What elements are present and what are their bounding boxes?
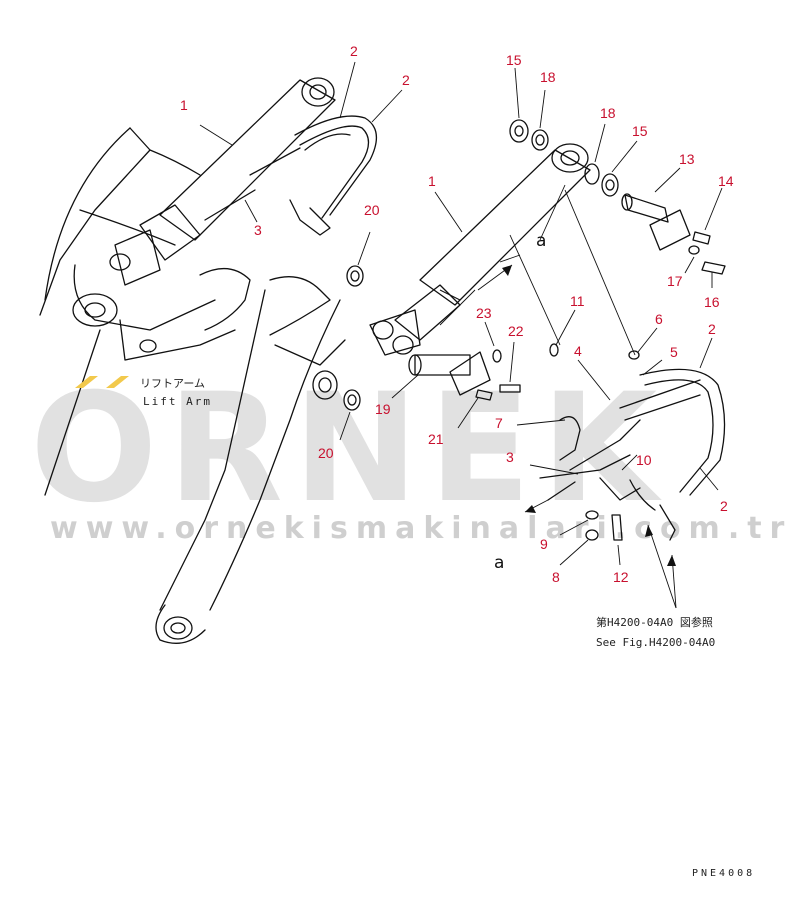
callout-11: 11 <box>570 293 585 309</box>
callout-16: 16 <box>704 294 720 310</box>
callout-2a: 2 <box>350 43 358 59</box>
hoses-upper <box>204 115 377 236</box>
callout-10: 10 <box>636 452 652 468</box>
callout-18a: 18 <box>540 69 556 85</box>
watermark: ORNEK www.ornekismakinalari.com.tr <box>30 362 792 546</box>
callout-7: 7 <box>495 415 503 431</box>
callout-2b: 2 <box>402 72 410 88</box>
lift-cylinder-main <box>369 143 591 356</box>
callout-21: 21 <box>428 431 444 447</box>
washers <box>343 119 640 411</box>
lift-arm-tag-marker <box>75 376 129 388</box>
watermark-brand: ORNEK <box>30 362 667 536</box>
callout-9: 9 <box>540 536 548 552</box>
callout-18b: 18 <box>600 105 616 121</box>
callout-5: 5 <box>670 344 678 360</box>
callout-22: 22 <box>508 323 524 339</box>
callout-23: 23 <box>476 305 492 321</box>
reference-a-bottom: a <box>494 553 504 573</box>
lift-arm-label-en: Lift Arm <box>143 395 212 408</box>
callout-numbers: 1 2 2 3 20 15 18 18 15 13 14 1 17 16 11 … <box>180 43 734 585</box>
callout-1a: 1 <box>180 97 188 113</box>
callout-15b: 15 <box>632 123 648 139</box>
callout-20b: 20 <box>318 445 334 461</box>
leader-lines <box>199 61 723 609</box>
callout-20a: 20 <box>364 202 380 218</box>
reference-a-top: a <box>536 231 546 251</box>
lift-arm <box>39 127 346 644</box>
callout-14: 14 <box>718 173 734 189</box>
callout-3a: 3 <box>254 222 262 238</box>
see-figure-label-en: See Fig.H4200-04A0 <box>596 636 715 649</box>
hoses-lower <box>539 368 726 541</box>
callout-1b: 1 <box>428 173 436 189</box>
callout-8: 8 <box>552 569 560 585</box>
callout-12: 12 <box>613 569 629 585</box>
callout-4: 4 <box>574 343 582 359</box>
see-figure-label-jp: 第H4200-04A0 図参照 <box>596 615 713 629</box>
callout-2c: 2 <box>708 321 716 337</box>
callout-6: 6 <box>655 311 663 327</box>
callout-3b: 3 <box>506 449 514 465</box>
lift-cylinder-upper <box>109 77 336 286</box>
callout-2d: 2 <box>720 498 728 514</box>
drawing-code: PNE4008 <box>692 868 755 879</box>
watermark-url: www.ornekismakinalari.com.tr <box>50 511 792 546</box>
callout-17: 17 <box>667 273 683 289</box>
callout-19: 19 <box>375 401 391 417</box>
callout-13: 13 <box>679 151 695 167</box>
lift-arm-label-jp: リフトアーム <box>140 377 205 390</box>
pin-13-assembly <box>621 193 726 275</box>
callout-15a: 15 <box>506 52 522 68</box>
pin-19-assembly <box>408 349 521 401</box>
